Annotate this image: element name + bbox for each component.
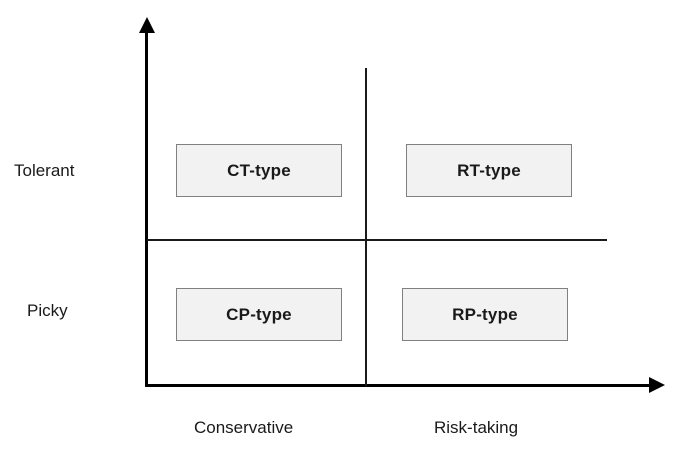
quadrant-box-rt-type[interactable]: RT-type bbox=[406, 144, 572, 197]
arrow-right-icon bbox=[649, 377, 665, 393]
y-axis-label-tolerant: Tolerant bbox=[14, 161, 75, 180]
y-axis-label-picky: Picky bbox=[27, 301, 68, 320]
x-axis-label-conservative: Conservative bbox=[194, 418, 294, 437]
quadrant-divider-vertical bbox=[365, 68, 367, 386]
x-axis-label-risk-taking: Risk-taking bbox=[434, 418, 519, 437]
y-axis-line bbox=[145, 24, 148, 387]
quadrant-divider-horizontal bbox=[147, 239, 607, 241]
x-axis-line bbox=[145, 384, 656, 387]
arrow-up-icon bbox=[139, 17, 155, 33]
quadrant-box-cp-type[interactable]: CP-type bbox=[176, 288, 342, 341]
quadrant-box-ct-type[interactable]: CT-type bbox=[176, 144, 342, 197]
quadrant-box-rp-type[interactable]: RP-type bbox=[402, 288, 568, 341]
